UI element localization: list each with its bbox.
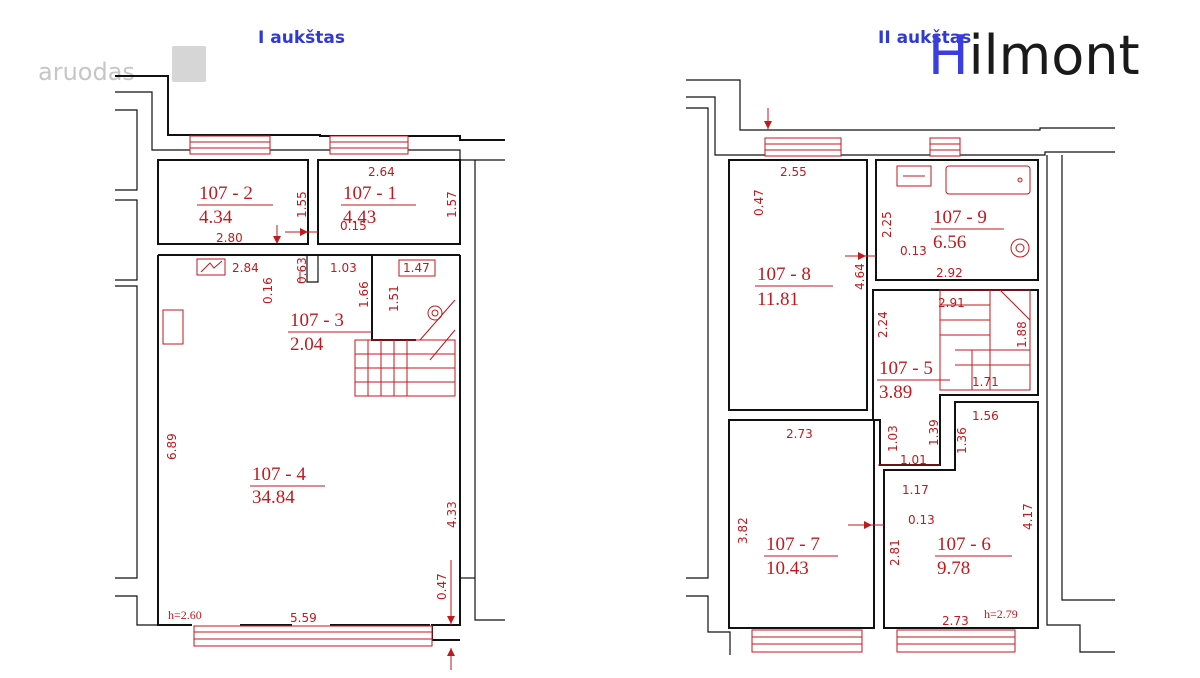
dim: 1.66 — [357, 281, 371, 308]
dim: 2.91 — [938, 296, 965, 310]
dim: 4.33 — [445, 501, 459, 528]
room-code-107-4: 107 - 4 — [252, 464, 306, 485]
aruodas-watermark: aruodas.lt — [38, 46, 206, 86]
room-area-107-1: 4.43 — [343, 207, 376, 228]
room-code-107-6: 107 - 6 — [937, 534, 991, 555]
floor-1-stairs — [162, 258, 456, 397]
room-area-107-5: 3.89 — [879, 382, 912, 403]
floor-1-walls — [115, 75, 505, 641]
dim: 0.15 — [340, 219, 367, 233]
dim: 2.55 — [780, 165, 807, 179]
dim: 2.64 — [368, 165, 395, 179]
room-area-107-9: 6.56 — [933, 232, 966, 253]
dim: 3.82 — [736, 517, 750, 544]
floor-1-title: I aukštas — [258, 28, 345, 48]
room-code-107-5: 107 - 5 — [879, 358, 933, 379]
dim: 2.92 — [936, 266, 963, 280]
dim: 2.24 — [876, 311, 890, 338]
logo-letter-h: H — [928, 24, 969, 87]
dim: 1.55 — [295, 191, 309, 218]
floor-2-dimensions: 2.55 0.47 2.25 0.13 4.64 2.92 2.91 2.24 … — [736, 108, 1035, 628]
dim: 1.57 — [445, 191, 459, 218]
ceiling-height-floor-2: h=2.79 — [984, 607, 1018, 621]
dim: 0.47 — [435, 573, 449, 600]
floor-1-windows — [189, 135, 433, 647]
floor-2-rooms: 107 - 8 11.81 107 - 9 6.56 107 - 5 3.89 … — [755, 207, 1012, 579]
dim: 0.13 — [900, 244, 927, 258]
dim: 2.80 — [216, 231, 243, 245]
dim: 1.88 — [1015, 321, 1029, 348]
dim: 4.64 — [853, 263, 867, 290]
dim: 1.03 — [330, 261, 357, 275]
electric-panel-icon — [196, 258, 226, 276]
dim: 1.36 — [955, 427, 969, 454]
dim: 1.03 — [886, 425, 900, 452]
room-code-107-2: 107 - 2 — [199, 183, 253, 204]
dim: 1.01 — [900, 453, 927, 467]
ceiling-height-floor-1: h=2.60 — [168, 608, 202, 622]
dim: 1.71 — [972, 375, 999, 389]
sink-icon — [162, 309, 184, 345]
svg-text:aruodas.lt: aruodas.lt — [38, 58, 159, 86]
dim: 2.81 — [888, 539, 902, 566]
room-code-107-1: 107 - 1 — [343, 183, 397, 204]
toilet-icon — [427, 305, 443, 321]
dim: 2.84 — [232, 261, 259, 275]
dim: 1.39 — [927, 419, 941, 446]
room-code-107-7: 107 - 7 — [766, 534, 820, 555]
floor-2-walls — [686, 79, 1115, 655]
watermark-suffix: .lt — [135, 58, 159, 86]
floor-2-title: II aukštas — [878, 28, 971, 48]
room-area-107-4: 34.84 — [252, 487, 295, 508]
room-code-107-9: 107 - 9 — [933, 207, 987, 228]
dim: 2.25 — [880, 211, 894, 238]
dim: 0.47 — [752, 189, 766, 216]
dim: 6.89 — [165, 433, 179, 460]
dim: 1.17 — [902, 483, 929, 497]
room-area-107-8: 11.81 — [757, 289, 799, 310]
dim: 2.73 — [942, 614, 969, 628]
floor-2-windows — [751, 137, 1016, 653]
room-area-107-6: 9.78 — [937, 558, 970, 579]
room-code-107-8: 107 - 8 — [757, 264, 811, 285]
washbasin-icon — [896, 165, 932, 187]
logo-rest: ilmont — [969, 24, 1140, 87]
room-area-107-2: 4.34 — [199, 207, 233, 228]
dim: 0.63 — [295, 257, 309, 284]
dim: 4.17 — [1021, 503, 1035, 530]
dim: 1.56 — [972, 409, 999, 423]
dim: 2.73 — [786, 427, 813, 441]
dim: 0.13 — [908, 513, 935, 527]
hilmont-logo: Hilmont — [928, 24, 1140, 87]
dim: 1.47 — [403, 261, 430, 275]
room-code-107-3: 107 - 3 — [290, 310, 344, 331]
floor-1-rooms: 107 - 2 4.34 107 - 1 4.43 107 - 3 2.04 1… — [197, 183, 416, 508]
watermark-text: aruodas — [38, 58, 135, 86]
dim: 0.16 — [261, 277, 275, 304]
room-area-107-7: 10.43 — [766, 558, 809, 579]
wc-icon — [1010, 238, 1030, 258]
room-area-107-3: 2.04 — [290, 334, 324, 355]
dim: 1.51 — [387, 285, 401, 312]
watermark-house-icon — [172, 46, 206, 82]
bathtub-icon — [945, 165, 1031, 195]
floor-2-fixtures — [896, 165, 1031, 391]
stairs-floor-2 — [939, 289, 1031, 391]
dim: 5.59 — [290, 611, 317, 625]
floor-1-dimensions: 2.64 1.55 1.57 2.80 0.15 2.84 0.63 1.03 … — [165, 165, 459, 670]
